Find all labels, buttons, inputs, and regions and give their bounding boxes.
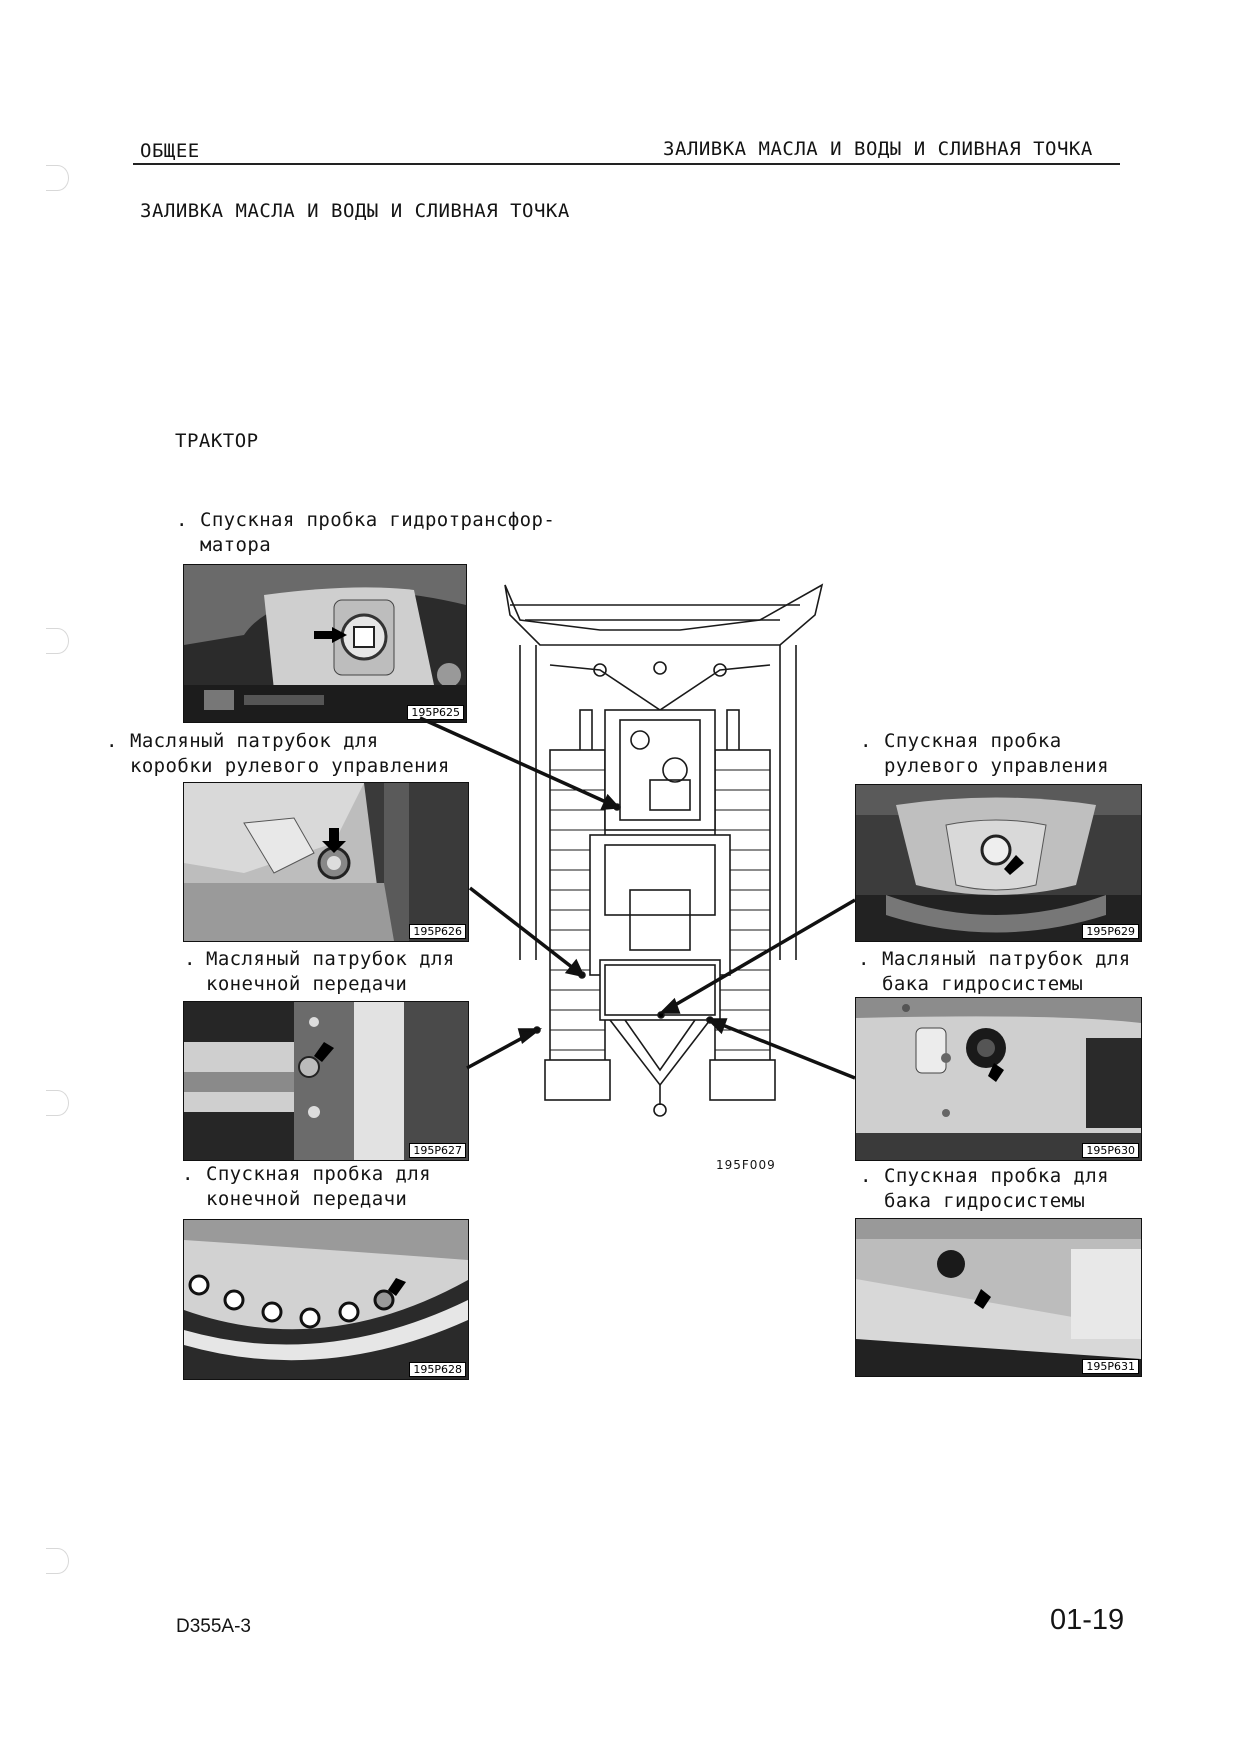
photo-id: 195P631: [1082, 1359, 1139, 1374]
header-topic: ЗАЛИВКА МАСЛА И ВОДЫ И СЛИВНАЯ ТОЧКА: [663, 138, 1093, 160]
caption-bullet: .: [106, 730, 118, 752]
caption-bullet: .: [182, 1163, 194, 1185]
leader-arrowhead: [600, 793, 621, 810]
caption-final-drive-drain: Спускная пробка для конечной передачи: [206, 1163, 431, 1210]
caption-steering-case-filler: Масляный патрубок для коробки рулевого у…: [130, 730, 450, 777]
leader-arrowhead: [658, 997, 681, 1014]
caption-bullet: .: [858, 948, 870, 970]
photo-id: 195P630: [1082, 1143, 1139, 1158]
leader-line-steering-case-filler: [468, 886, 584, 977]
caption-torque-converter-drain: Спускная пробка гидротрансфор- матора: [200, 509, 556, 556]
leader-arrowhead: [564, 958, 586, 978]
header-section: ОБЩЕЕ: [140, 140, 200, 162]
caption-steering-drain: Спускная пробка рулевого управления: [884, 730, 1109, 777]
page-title: ЗАЛИВКА МАСЛА И ВОДЫ И СЛИВНАЯ ТОЧКА: [140, 200, 570, 222]
caption-bullet: .: [184, 948, 196, 970]
caption-final-drive-filler: Масляный патрубок для конечной передачи: [206, 948, 455, 995]
photo-steering-drain: 195P629: [855, 784, 1142, 942]
caption-bullet: .: [860, 730, 872, 752]
dozer-plan-diagram: [480, 560, 840, 1160]
photo-hydraulic-tank-drain: 195P631: [855, 1218, 1142, 1377]
punch-hole: [46, 165, 69, 191]
photo-id: 195P629: [1082, 924, 1139, 939]
caption-hydraulic-tank-filler: Масляный патрубок для бака гидросистемы: [882, 948, 1131, 995]
leader-line-steering-drain: [662, 898, 856, 1014]
diagram-id: 195F009: [716, 1158, 776, 1172]
leader-line-torque-converter-drain: [419, 716, 618, 809]
photo-id: 195P625: [407, 705, 464, 720]
punch-hole: [46, 1548, 69, 1574]
photo-id: 195P626: [409, 924, 466, 939]
caption-bullet: .: [860, 1165, 872, 1187]
punch-hole: [46, 1090, 69, 1116]
section-heading: ТРАКТОР: [175, 430, 259, 452]
photo-final-drive-filler: 195P627: [183, 1001, 469, 1161]
photo-id: 195P627: [409, 1143, 466, 1158]
header-rule: [133, 163, 1120, 165]
photo-hydraulic-tank-filler: 195P630: [855, 997, 1142, 1161]
photo-id: 195P628: [409, 1362, 466, 1377]
footer-model: D355A-3: [176, 1616, 251, 1637]
page-number: 01-19: [1050, 1604, 1125, 1636]
photo-steering-case-filler: 195P626: [183, 782, 469, 942]
leader-arrowhead: [517, 1028, 543, 1045]
caption-bullet: .: [176, 509, 188, 531]
photo-final-drive-drain: 195P628: [183, 1219, 469, 1380]
leader-line-hydraulic-tank-filler: [709, 1018, 856, 1080]
punch-hole: [46, 628, 69, 654]
caption-hydraulic-tank-drain: Спускная пробка для бака гидросистемы: [884, 1165, 1109, 1212]
photo-torque-converter-drain: 195P625: [183, 564, 467, 723]
leader-arrowhead: [705, 1018, 728, 1035]
